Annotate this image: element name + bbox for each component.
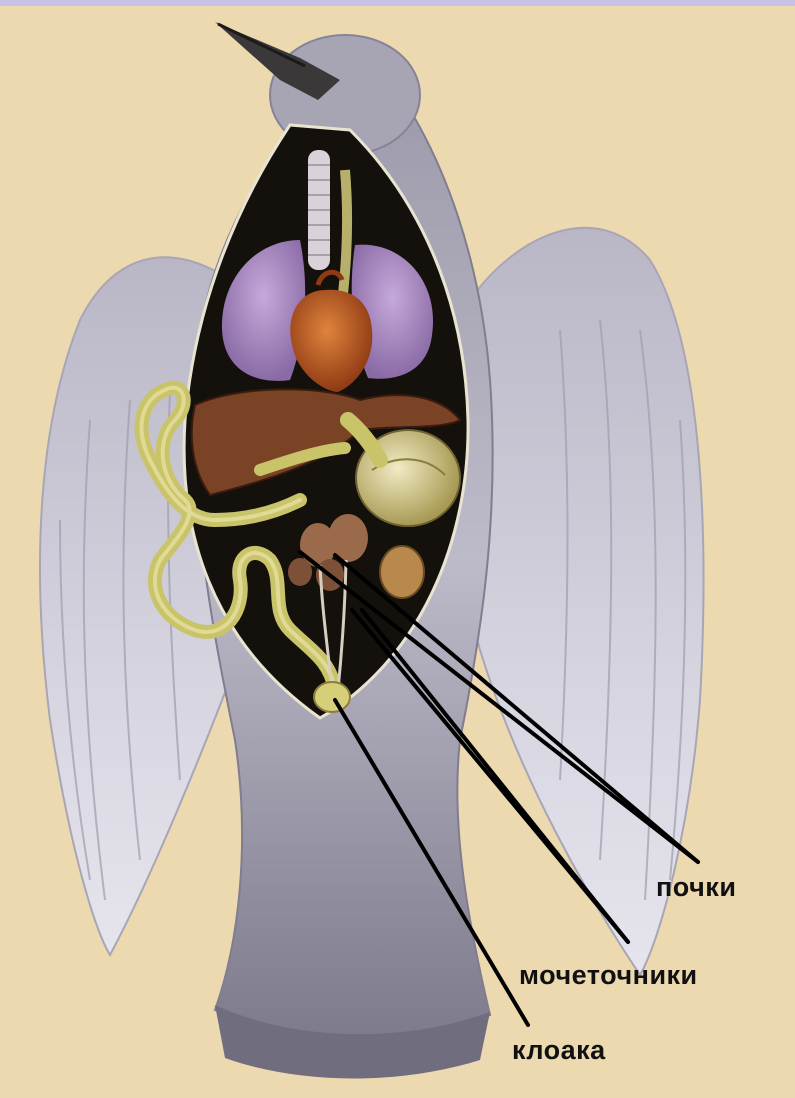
label-kidneys: почки [656, 872, 736, 903]
cloaca [314, 682, 350, 712]
gonad [380, 546, 424, 598]
label-cloaca: клоака [512, 1035, 606, 1066]
label-ureters: мочеточники [519, 960, 698, 991]
trachea [308, 150, 330, 270]
